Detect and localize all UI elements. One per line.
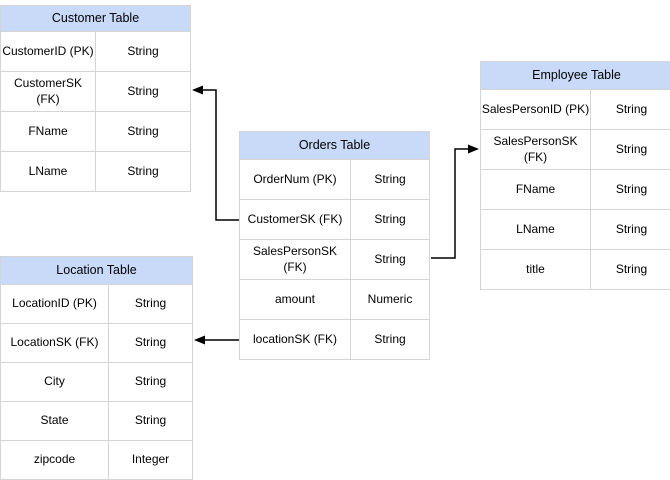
table-row: CustomerSK (FK) String <box>240 199 429 239</box>
table-row: SalesPersonID (PK) String <box>481 89 670 129</box>
field-name: FName <box>481 170 591 209</box>
field-type: String <box>615 101 648 116</box>
table-row: LocationID (PK) String <box>1 284 192 323</box>
field-type: Integer <box>131 452 170 467</box>
table-row: SalesPersonSK (FK) String <box>240 239 429 279</box>
field-name: SalesPersonSK (FK) <box>481 130 591 169</box>
field-name: title <box>481 250 591 289</box>
employee-table: Employee Table SalesPersonID (PK) String… <box>480 61 670 290</box>
table-row: FName String <box>481 169 670 209</box>
field-name: CustomerSK (FK) <box>1 72 96 111</box>
customer-table-title: Customer Table <box>1 6 190 31</box>
field-name: SalesPersonSK (FK) <box>240 240 351 279</box>
connector-orders-customer <box>192 85 239 221</box>
connector-orders-location <box>194 335 239 345</box>
field-type: String <box>615 141 648 156</box>
connector-orders-employee <box>431 144 479 259</box>
field-type: String <box>127 163 159 178</box>
field-type: String <box>134 335 167 350</box>
table-row: amount Numeric <box>240 279 429 319</box>
field-name: OrderNum (PK) <box>240 160 351 199</box>
employee-table-title: Employee Table <box>481 62 670 89</box>
field-name: State <box>1 402 109 440</box>
table-row: State String <box>1 401 192 440</box>
field-name: SalesPersonID (PK) <box>481 90 591 129</box>
field-name: FName <box>1 112 96 151</box>
table-row: title String <box>481 249 670 289</box>
table-row: OrderNum (PK) String <box>240 159 429 199</box>
table-row: CustomerID (PK) String <box>1 31 190 71</box>
field-name: amount <box>240 280 351 319</box>
field-type: String <box>127 43 159 58</box>
table-row: zipcode Integer <box>1 440 192 479</box>
field-name: CustomerSK (FK) <box>240 200 351 239</box>
location-table-title: Location Table <box>1 257 192 284</box>
field-name: City <box>1 363 109 401</box>
table-row: LName String <box>1 151 190 191</box>
field-type: String <box>374 171 406 186</box>
field-type: String <box>127 123 159 138</box>
field-name: LName <box>1 152 96 191</box>
table-row: CustomerSK (FK) String <box>1 71 190 111</box>
field-type: String <box>374 251 406 266</box>
field-type: String <box>374 331 406 346</box>
customer-table: Customer Table CustomerID (PK) String Cu… <box>0 5 191 192</box>
field-name: CustomerID (PK) <box>1 32 96 71</box>
table-row: locationSK (FK) String <box>240 319 429 359</box>
field-name: LName <box>481 210 591 249</box>
field-type: Numeric <box>367 291 413 306</box>
field-type: String <box>134 296 167 311</box>
table-row: FName String <box>1 111 190 151</box>
field-name: zipcode <box>1 441 109 479</box>
field-type: String <box>615 221 648 236</box>
field-type: String <box>615 261 648 276</box>
table-row: LocationSK (FK) String <box>1 323 192 362</box>
table-row: City String <box>1 362 192 401</box>
field-type: String <box>134 374 167 389</box>
table-row: SalesPersonSK (FK) String <box>481 129 670 169</box>
field-type: String <box>127 83 159 98</box>
field-type: String <box>615 181 648 196</box>
field-name: LocationID (PK) <box>1 285 109 323</box>
orders-table: Orders Table OrderNum (PK) String Custom… <box>239 131 430 360</box>
table-row: LName String <box>481 209 670 249</box>
field-type: String <box>134 413 167 428</box>
field-type: String <box>374 211 406 226</box>
location-table: Location Table LocationID (PK) String Lo… <box>0 256 193 480</box>
field-name: LocationSK (FK) <box>1 324 109 362</box>
field-name: locationSK (FK) <box>240 320 351 359</box>
orders-table-title: Orders Table <box>240 132 429 159</box>
